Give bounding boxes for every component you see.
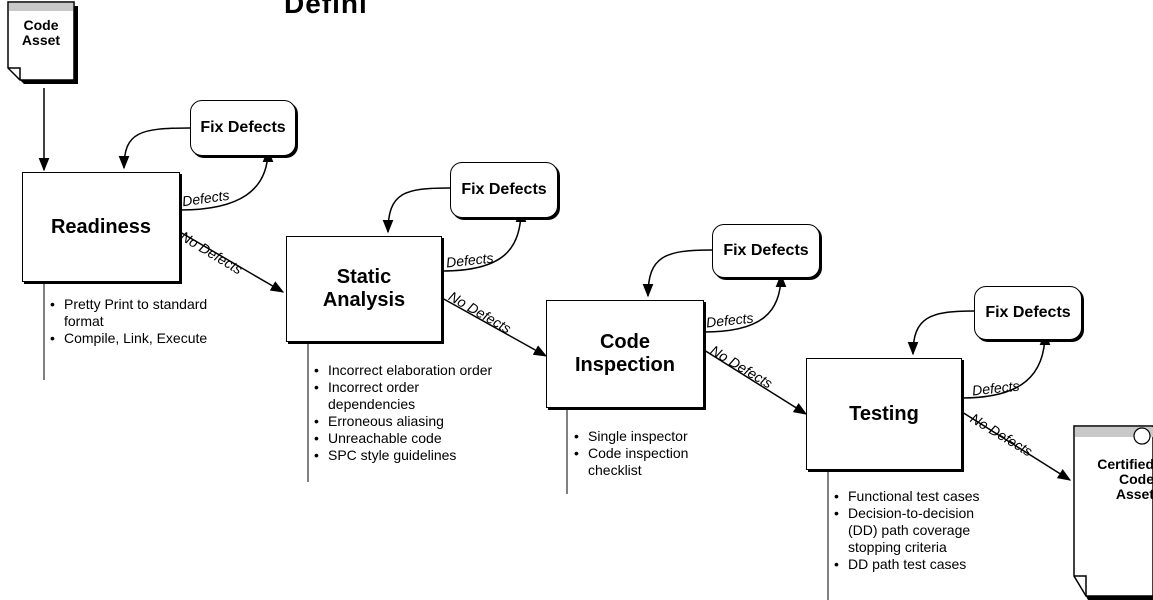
no-defects-arrow-2	[441, 297, 548, 357]
defects-arrow-2	[441, 208, 527, 272]
stage-inspection-title-2: Inspection	[574, 354, 675, 376]
stage-static-title-1: Static	[336, 266, 392, 288]
bullet-item: Erroneous aliasing	[314, 413, 492, 430]
no-defects-arrow-3	[703, 349, 808, 415]
bullet-item: SPC style guidelines	[314, 447, 492, 464]
stage-testing-title: Testing	[849, 402, 919, 425]
fix-defects-inspection: Fix Defects	[712, 224, 820, 278]
fix-defects-static: Fix Defects	[450, 162, 558, 218]
stage-testing: Testing	[806, 358, 962, 470]
output-document-label: Certified Code Asset	[1080, 457, 1153, 502]
static-analysis-bullets: Incorrect elaboration order Incorrect or…	[314, 362, 492, 464]
bullet-item: Functional test cases	[834, 488, 980, 505]
stage-static-title-2: Analysis	[322, 289, 406, 311]
input-document-label: Code Asset	[10, 18, 72, 48]
fix-defects-testing: Fix Defects	[974, 286, 1082, 340]
no-defects-arrow-4	[961, 411, 1072, 481]
stage-static-analysis: Static Analysis	[286, 236, 442, 342]
code-inspection-bullets: Single inspector Code inspectionchecklis…	[574, 428, 688, 479]
bullet-item: DD path test cases	[834, 556, 980, 573]
fix-return-arrow-2	[382, 187, 451, 234]
bullet-item: Unreachable code	[314, 430, 492, 447]
bullet-item: Compile, Link, Execute	[50, 330, 207, 347]
bullet-item: Incorrect elaboration order	[314, 362, 492, 379]
input-doc-line-1: Code	[23, 17, 59, 33]
fix-defects-readiness: Fix Defects	[190, 100, 296, 156]
no-defects-arrow-1	[179, 231, 285, 293]
page-title: Defini	[284, 0, 368, 19]
defects-arrow-3	[703, 273, 787, 333]
stage-inspection-title-1: Code	[599, 331, 650, 353]
fix-return-arrow-4	[907, 310, 975, 356]
output-doc-line-2: Code	[1119, 471, 1153, 487]
output-doc-line-3: Asset	[1115, 486, 1153, 502]
defects-arrow-1	[179, 148, 274, 211]
testing-bullets: Functional test cases Decision-to-decisi…	[834, 488, 980, 573]
defects-arrow-4	[961, 331, 1051, 399]
bullet-item: Decision-to-decision(DD) path coveragest…	[834, 505, 980, 556]
output-doc-line-1: Certified	[1097, 456, 1153, 472]
fix-return-arrow-3	[642, 249, 713, 298]
bullet-item: Single inspector	[574, 428, 688, 445]
stage-code-inspection: Code Inspection	[546, 300, 704, 408]
stage-readiness: Readiness	[22, 172, 180, 282]
fix-return-arrow-1	[118, 127, 191, 170]
input-doc-line-2: Asset	[21, 32, 61, 48]
stage-readiness-title: Readiness	[50, 215, 152, 238]
input-document-icon	[7, 1, 78, 84]
output-document-icon	[1073, 425, 1153, 600]
